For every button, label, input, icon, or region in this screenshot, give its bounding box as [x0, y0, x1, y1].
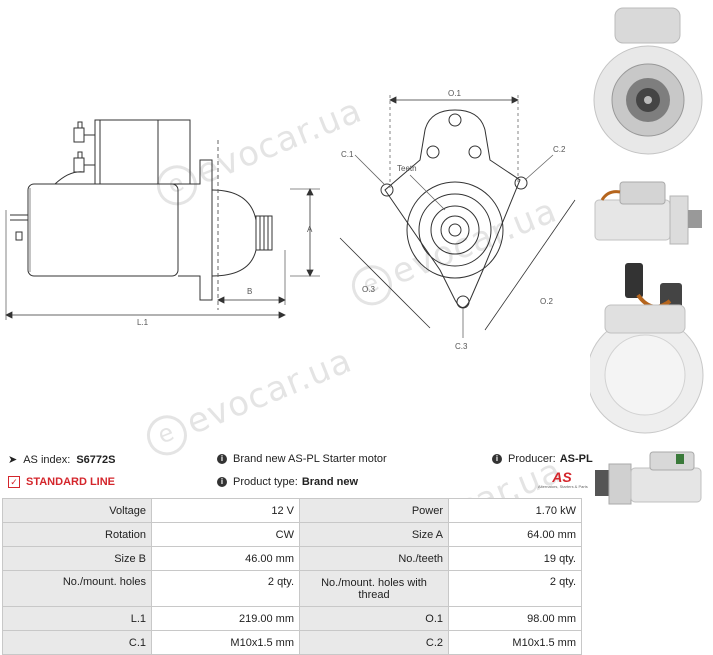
table-row: C.1 M10x1.5 mm C.2 M10x1.5 mm — [2, 630, 582, 655]
spec-value: 2 qty. — [448, 570, 582, 607]
spec-key: L.1 — [2, 606, 152, 631]
spec-table: Voltage 12 V Power 1.70 kW Rotation CW S… — [2, 498, 582, 655]
spec-value: CW — [151, 522, 300, 547]
spec-value: M10x1.5 mm — [151, 630, 300, 655]
label-l1: L.1 — [137, 318, 149, 327]
as-index-value: S6772S — [76, 453, 116, 466]
producer-value: AS-PL — [559, 453, 593, 465]
table-row: Voltage 12 V Power 1.70 kW — [2, 498, 582, 523]
product-photo-rear — [590, 263, 704, 434]
spec-value: 64.00 mm — [448, 522, 582, 547]
spec-value: 46.00 mm — [151, 546, 300, 571]
label-c1: C.1 — [341, 150, 354, 159]
spec-value: 219.00 mm — [151, 606, 300, 631]
product-type-value: Brand new — [301, 476, 359, 488]
info-icon: i — [217, 454, 227, 464]
spec-key: C.1 — [2, 630, 152, 655]
spec-key: No./mount. holes with thread — [299, 570, 449, 607]
spec-key: Voltage — [2, 498, 152, 523]
table-row: L.1 219.00 mm O.1 98.00 mm — [2, 606, 582, 631]
table-row: Rotation CW Size A 64.00 mm — [2, 522, 582, 547]
spec-key: Rotation — [2, 522, 152, 547]
tag-icon: ➤ — [8, 454, 18, 466]
label-o2: O.2 — [540, 297, 553, 306]
as-index-label: AS index: — [23, 453, 71, 466]
as-pl-logo: AS Alternators, Starters & Parts — [538, 469, 588, 489]
spec-key: O.1 — [299, 606, 449, 631]
spec-value: 98.00 mm — [448, 606, 582, 631]
description-row: i Brand new AS-PL Starter motor — [217, 453, 387, 465]
info-icon: i — [492, 454, 502, 464]
label-c3: C.3 — [455, 342, 468, 351]
as-index-row: ➤ AS index: S6772S — [8, 453, 116, 467]
label-o3: O.3 — [362, 285, 375, 294]
logo-subtext: Alternators, Starters & Parts — [538, 484, 588, 489]
spec-key: Power — [299, 498, 449, 523]
table-row: No./mount. holes 2 qty. No./mount. holes… — [2, 570, 582, 607]
spec-value: 1.70 kW — [448, 498, 582, 523]
product-type-row: i Product type: Brand new — [217, 476, 358, 488]
spec-key: No./teeth — [299, 546, 449, 571]
label-teeth: Teeth — [397, 164, 417, 173]
logo-mark: AS — [552, 469, 572, 485]
spec-value: M10x1.5 mm — [448, 630, 582, 655]
product-photo-angled — [595, 451, 702, 505]
product-photo-front — [593, 7, 703, 155]
label-a: A — [307, 225, 313, 234]
spec-value: 2 qty. — [151, 570, 300, 607]
watermark-3: eevocar.ua — [140, 341, 358, 461]
label-o1: O.1 — [448, 89, 461, 98]
table-row: Size B 46.00 mm No./teeth 19 qty. — [2, 546, 582, 571]
check-icon: ✓ — [8, 476, 20, 488]
producer-row: i Producer: AS-PL — [492, 453, 593, 465]
spec-value: 19 qty. — [448, 546, 582, 571]
side-view-drawing — [5, 119, 320, 320]
front-view-drawing — [339, 95, 576, 338]
standard-line-label: STANDARD LINE — [26, 476, 116, 488]
spec-key: Size B — [2, 546, 152, 571]
spec-value: 12 V — [151, 498, 300, 523]
producer-label: Producer: — [508, 453, 556, 465]
spec-key: C.2 — [299, 630, 449, 655]
label-c2: C.2 — [553, 145, 566, 154]
spec-key: No./mount. holes — [2, 570, 152, 607]
label-b: B — [247, 287, 253, 296]
info-icon: i — [217, 477, 227, 487]
standard-line-row: ✓ STANDARD LINE — [8, 476, 115, 488]
spec-key: Size A — [299, 522, 449, 547]
product-type-label: Product type: — [233, 476, 298, 488]
product-photo-side — [594, 181, 702, 245]
description-text: Brand new AS-PL Starter motor — [233, 453, 387, 465]
